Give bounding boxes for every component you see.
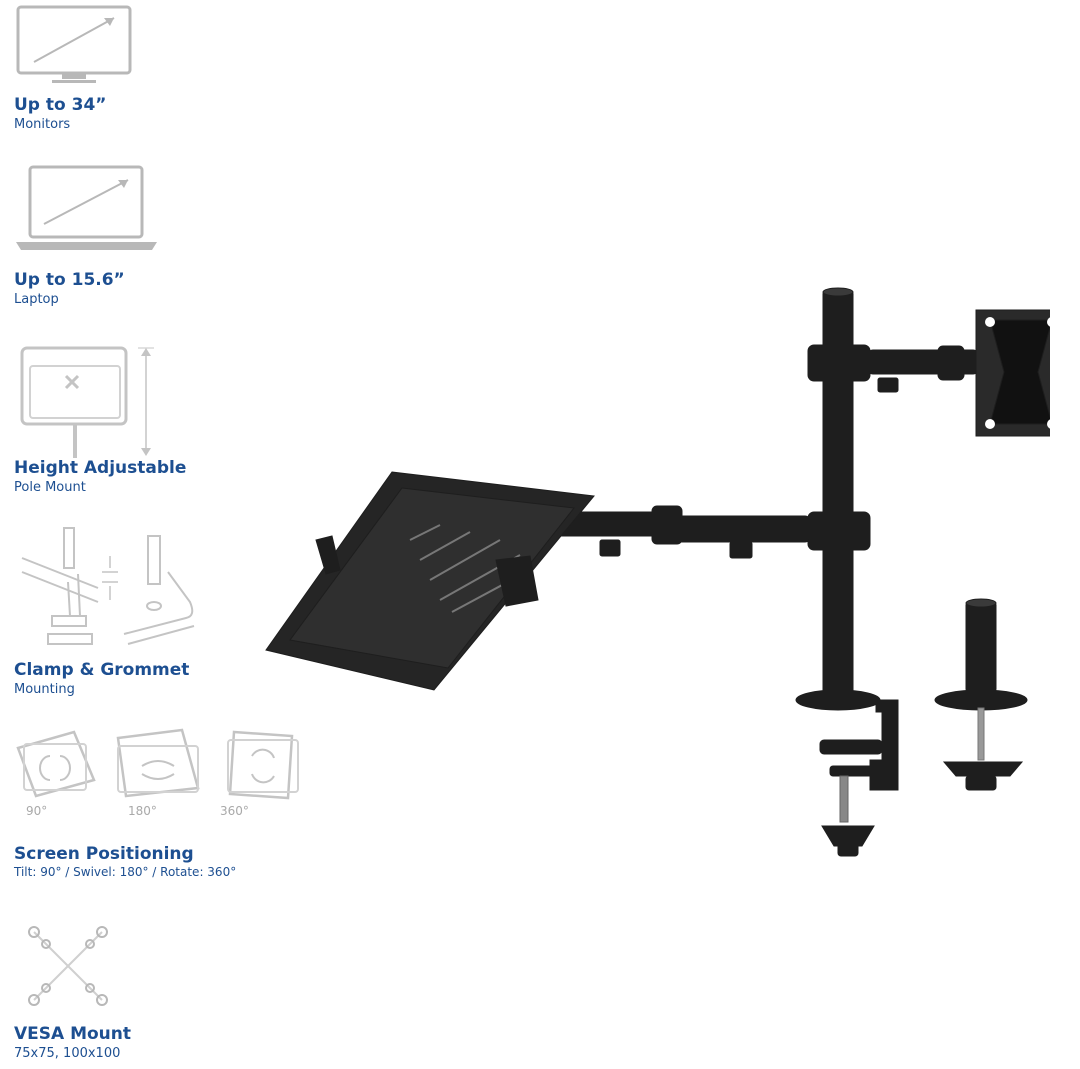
swivel-degree-label: 180° <box>128 804 157 818</box>
monitor-icon <box>16 5 132 83</box>
feature-screen-positioning: 90° 180° 360° Screen Positioning Tilt: 9… <box>0 720 320 890</box>
base-plate <box>795 689 881 711</box>
feature-clamp-grommet: Clamp & Grommet Mounting <box>0 520 320 700</box>
swivel-icon <box>116 728 200 798</box>
feature-subtitle: Laptop <box>14 292 59 307</box>
laptop-icon <box>16 165 157 250</box>
clamp-grommet-icon <box>21 527 195 645</box>
feature-subtitle: Monitors <box>14 117 71 132</box>
feature-subtitle: 75x75, 100x100 <box>14 1046 121 1061</box>
tilt-icon <box>16 730 96 798</box>
vesa-pattern-icon <box>28 926 108 1006</box>
feature-vesa: VESA Mount 75x75, 100x100 <box>0 910 320 1069</box>
feature-title: Height Adjustable <box>14 458 187 478</box>
upper-collar <box>807 344 871 382</box>
grommet-pole <box>965 601 997 693</box>
feature-title: Clamp & Grommet <box>14 660 190 680</box>
rotate-icon <box>227 730 299 800</box>
feature-subtitle: Pole Mount <box>14 480 86 495</box>
monitor-arm-product-image <box>265 287 1050 857</box>
feature-laptop: Up to 15.6” Laptop <box>0 160 320 310</box>
feature-title: VESA Mount <box>14 1024 132 1044</box>
feature-title: Screen Positioning <box>14 844 194 864</box>
feature-title: Up to 15.6” <box>14 270 125 290</box>
clamp-knob <box>821 825 875 847</box>
feature-subtitle: Mounting <box>14 682 75 697</box>
height-adjust-icon <box>20 346 154 458</box>
feature-height: Height Adjustable Pole Mount <box>0 340 320 500</box>
rotate-degree-label: 360° <box>220 804 249 818</box>
tilt-degree-label: 90° <box>26 804 48 818</box>
lower-collar <box>807 511 871 551</box>
feature-subtitle: Tilt: 90° / Swivel: 180° / Rotate: 360° <box>14 865 237 879</box>
feature-monitor: Up to 34” Monitors <box>0 0 320 140</box>
grommet-base <box>934 689 1028 711</box>
feature-title: Up to 34” <box>14 95 107 115</box>
